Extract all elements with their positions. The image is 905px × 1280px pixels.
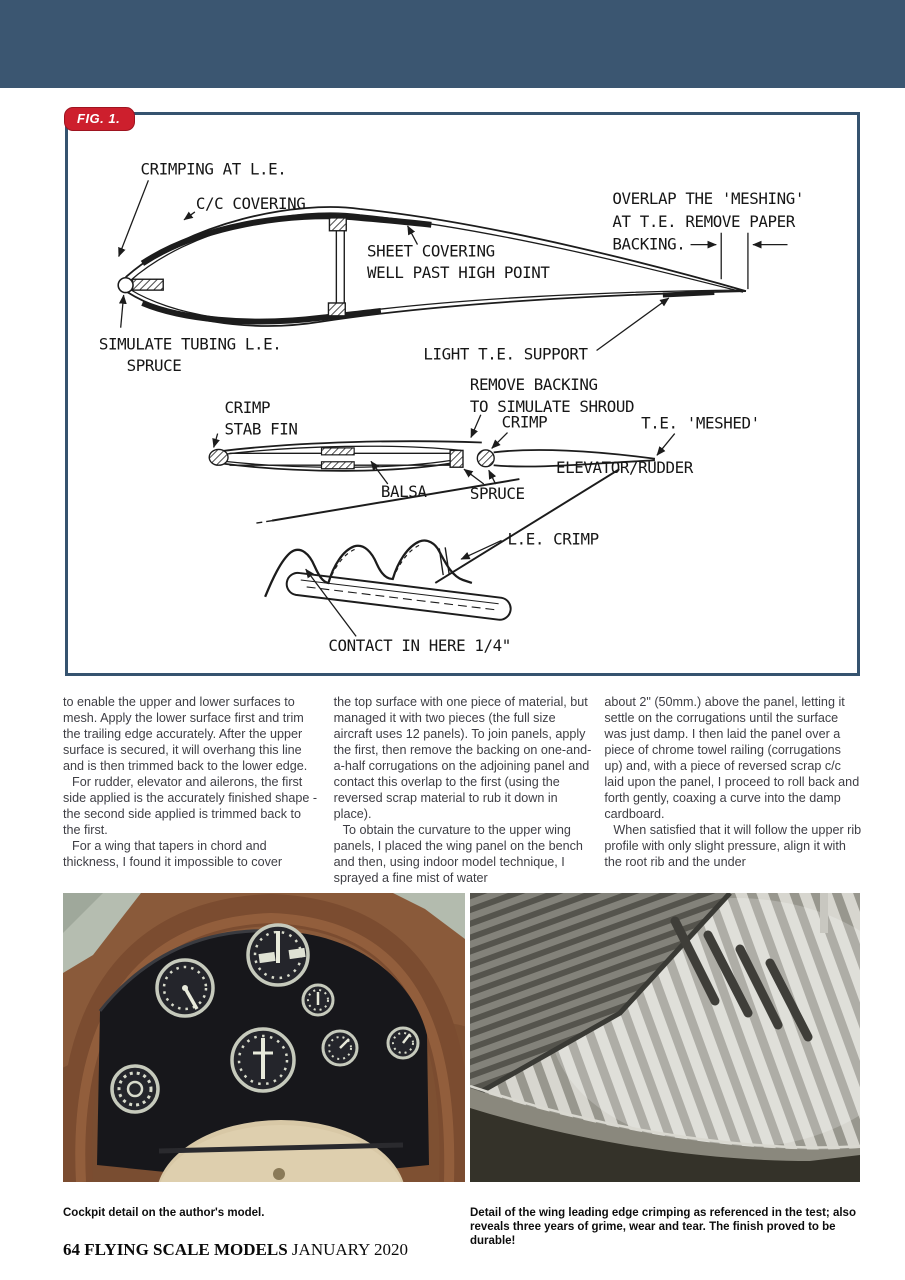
issue-date: JANUARY 2020 — [291, 1240, 408, 1259]
magazine-title: FLYING SCALE MODELS — [84, 1240, 288, 1259]
article-column-1: to enable the upper and lower surfaces t… — [63, 694, 321, 886]
fig-label-sheet-covering-1: SHEET COVERING — [367, 241, 495, 260]
article-columns: to enable the upper and lower surfaces t… — [63, 694, 862, 886]
caption-wing-crimping-photo: Detail of the wing leading edge crimping… — [470, 1206, 856, 1247]
fig-label-overlap-1: OVERLAP THE 'MESHING' — [612, 189, 804, 208]
fig-label-remove-backing-2: TO SIMULATE SHROUD — [470, 397, 634, 416]
fig-label-light-te-support: LIGHT T.E. SUPPORT — [423, 344, 588, 363]
fig-label-spruce-2: SPRUCE — [470, 484, 525, 503]
figure-badge-label: FIG. 1. — [77, 111, 121, 126]
wing-crimping-photo — [470, 893, 860, 1182]
paragraph: When satisfied that it will follow the u… — [604, 823, 862, 869]
airfoil-section-diagram — [117, 206, 747, 327]
paragraph: For rudder, elevator and ailerons, the f… — [63, 775, 318, 837]
article-column-2: the top surface with one piece of materi… — [334, 694, 592, 886]
fig-label-simulate-tubing: SIMULATE TUBING L.E. — [99, 334, 281, 353]
figure-badge: FIG. 1. — [64, 107, 136, 131]
tail-leader-arrows — [212, 414, 676, 485]
paragraph: the top surface with one piece of materi… — [333, 695, 592, 821]
fig-label-simulate-spruce: SPRUCE — [127, 356, 182, 375]
fig-label-sheet-covering-2: WELL PAST HIGH POINT — [367, 263, 550, 282]
fig-label-crimping-le: CRIMPING AT L.E. — [140, 159, 286, 178]
figure-drawing: CRIMPING AT L.E. C/C COVERING SHEET COVE… — [99, 159, 804, 655]
caption-cockpit-photo: Cockpit detail on the author's model. — [63, 1206, 265, 1219]
fig-label-elevator-rudder: ELEVATOR/RUDDER — [556, 458, 694, 477]
paragraph: to enable the upper and lower surfaces t… — [63, 695, 308, 773]
page-number: 64 — [63, 1240, 80, 1259]
fig-label-contact: CONTACT IN HERE 1/4" — [328, 636, 510, 655]
le-crimp-leader-arrows — [305, 539, 502, 637]
cockpit-photo — [63, 893, 465, 1182]
page-footer: 64 FLYING SCALE MODELS JANUARY 2020 — [63, 1240, 408, 1260]
fig-label-crimp-stab-1: CRIMP — [225, 398, 271, 417]
tail-section-diagram — [208, 440, 656, 472]
article-column-3: about 2" (50mm.) above the panel, lettin… — [604, 694, 862, 886]
airfoil-leader-arrows — [118, 180, 788, 351]
fig-label-te-meshed: T.E. 'MESHED' — [641, 414, 760, 433]
fig-label-remove-backing-1: REMOVE BACKING — [470, 375, 598, 394]
fig-label-crimp-2: CRIMP — [502, 413, 548, 432]
gauges — [110, 923, 420, 1114]
header-bar — [0, 0, 905, 88]
figure-box: FIG. 1. — [64, 107, 860, 676]
fig-label-le-crimp: L.E. CRIMP — [508, 529, 599, 548]
paragraph: To obtain the curvature to the upper win… — [333, 823, 583, 885]
paragraph: For a wing that tapers in chord and thic… — [63, 839, 283, 869]
fig-label-crimp-stab-2: STAB FIN — [225, 420, 298, 439]
le-crimp-diagram — [253, 468, 620, 621]
crimp-stripes — [670, 916, 813, 1042]
paragraph: about 2" (50mm.) above the panel, lettin… — [604, 695, 860, 821]
fig-label-cc-covering: C/C COVERING — [196, 194, 306, 213]
fig-label-overlap-2: AT T.E. REMOVE PAPER — [612, 212, 795, 231]
fig-label-overlap-3: BACKING. — [612, 235, 685, 254]
